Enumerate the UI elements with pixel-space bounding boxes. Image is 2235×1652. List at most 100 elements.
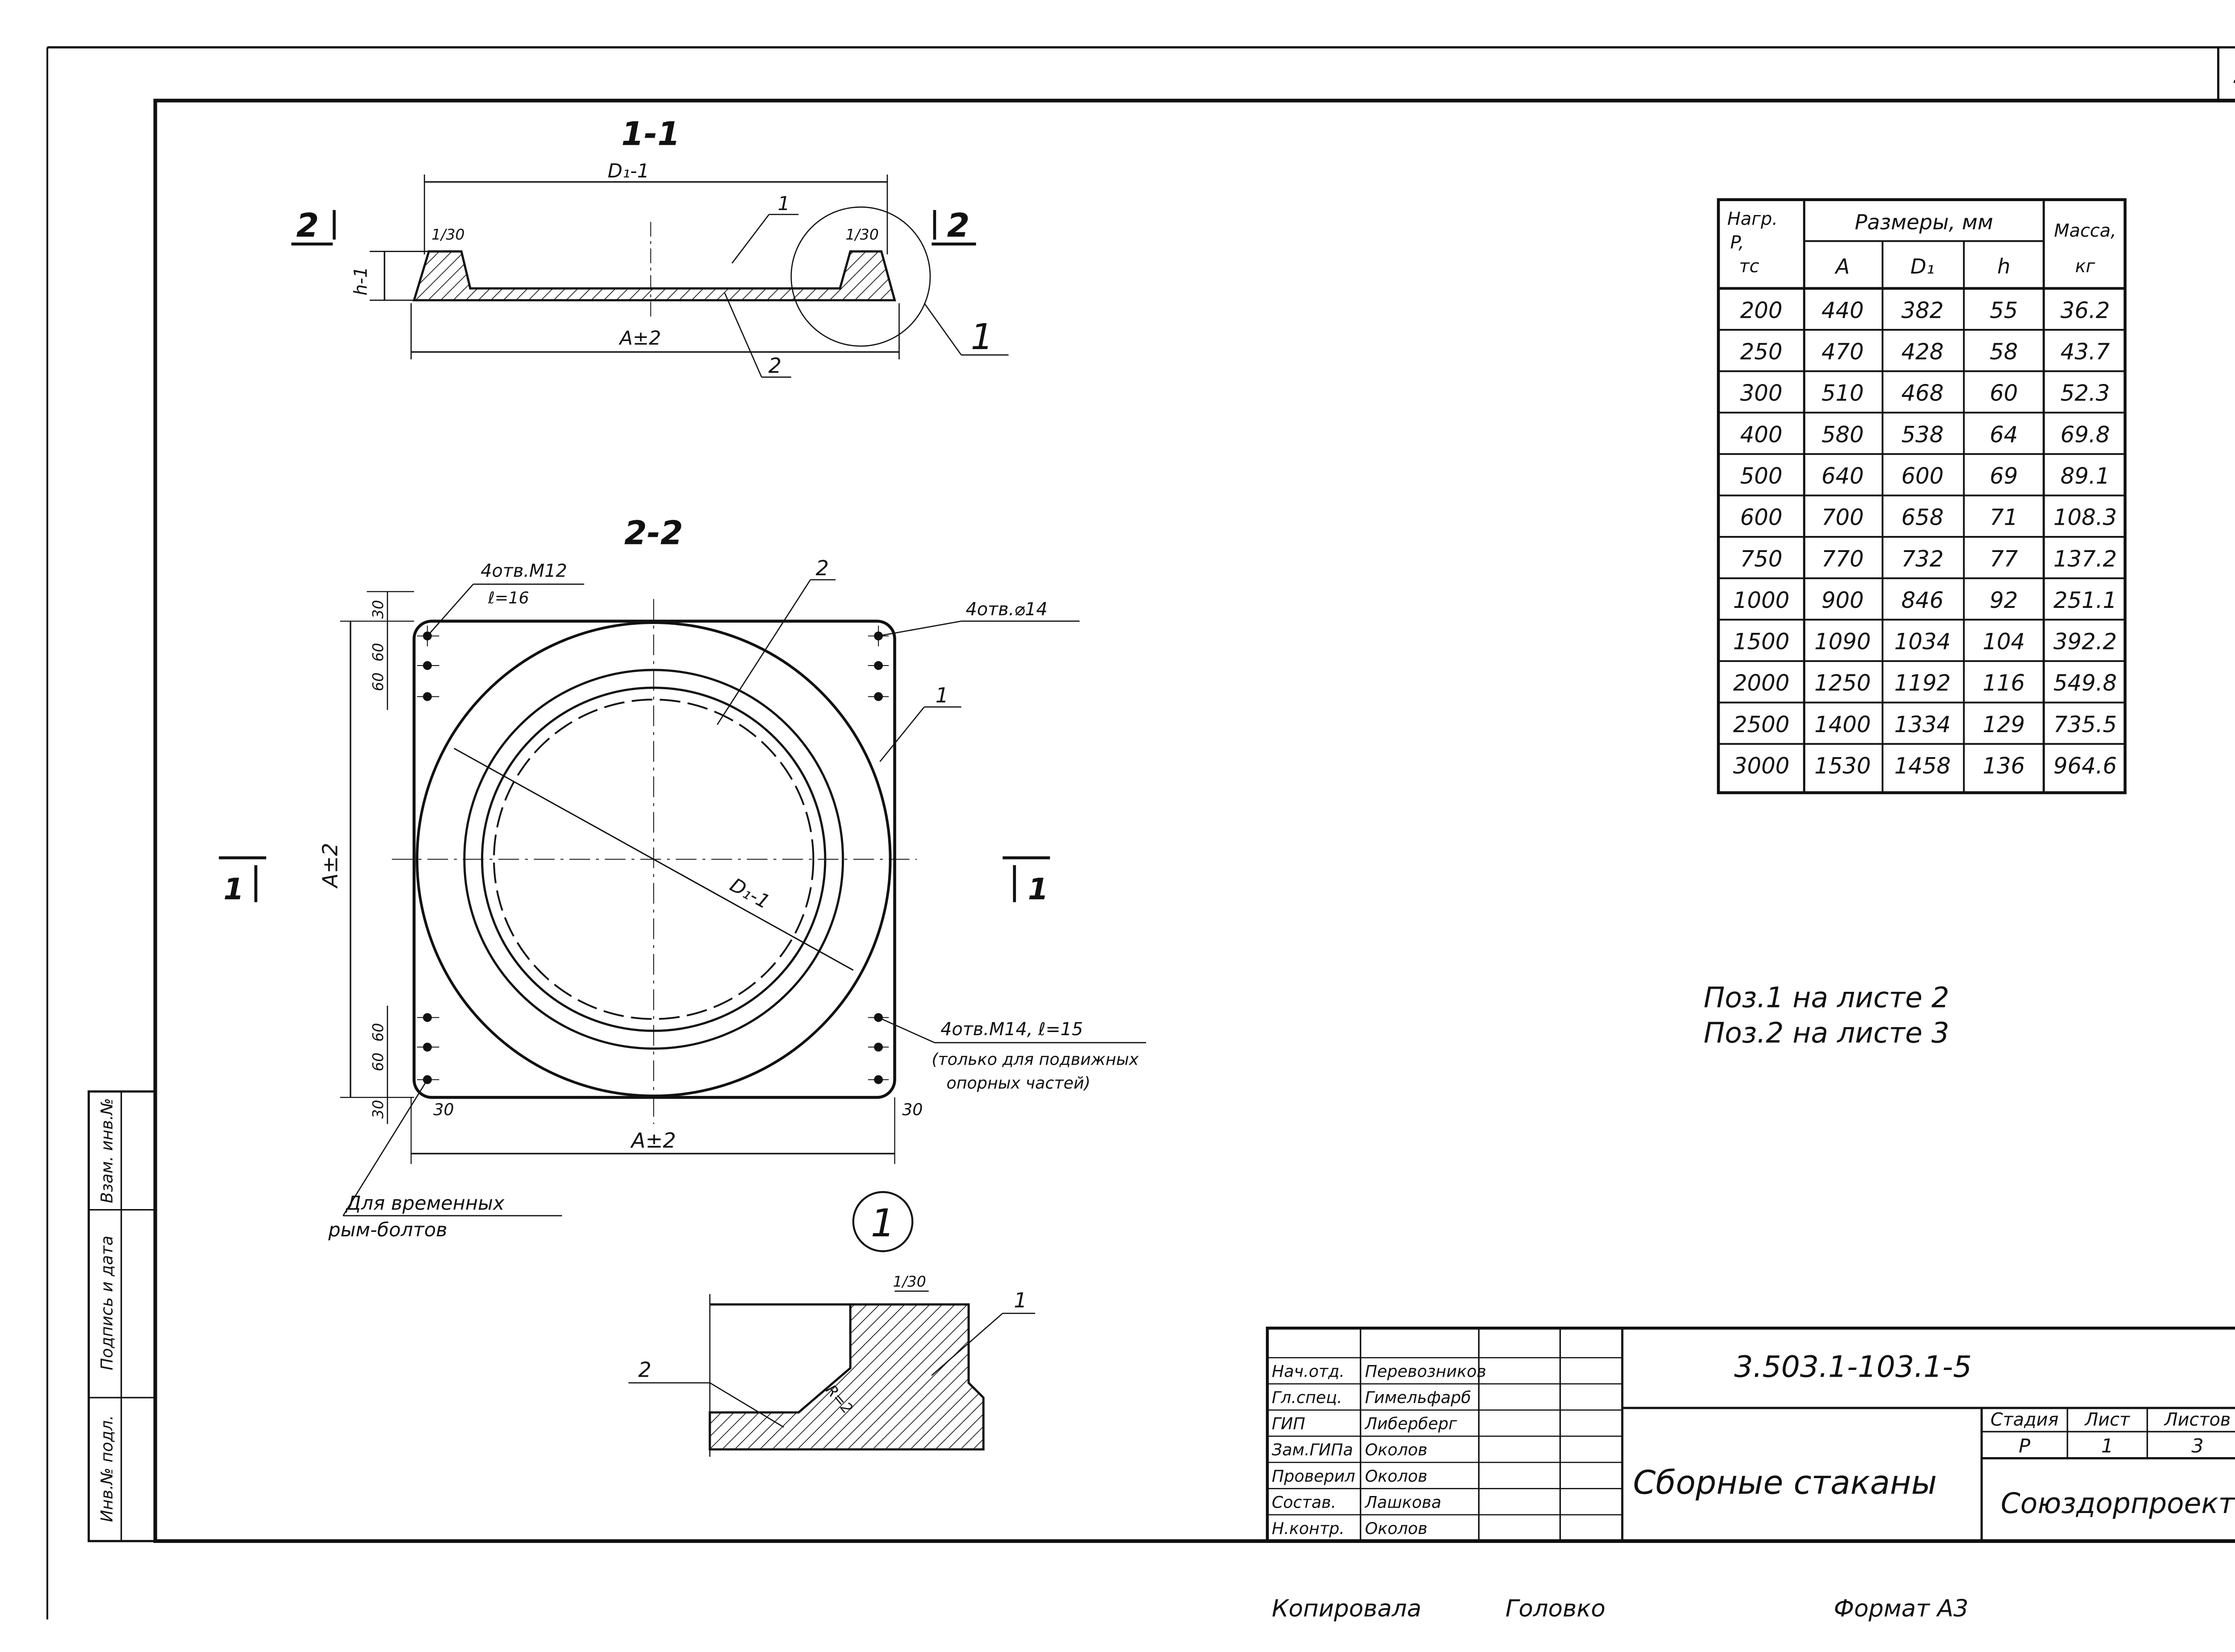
table-cell: 510 — [1822, 380, 1864, 406]
table-header-load-3: тс — [1739, 256, 1759, 277]
table-cell: 428 — [1901, 339, 1944, 365]
pos-2-label-2-2: 2 — [816, 556, 829, 580]
cut-mark-1-right: 1 — [1028, 872, 1048, 906]
table-header-load-2: P, — [1730, 232, 1744, 253]
table-cell: 1500 — [1733, 629, 1789, 655]
title-role: Состав. — [1272, 1492, 1336, 1512]
pos-1-label: 1 — [778, 193, 790, 215]
title-role: Нач.отд. — [1272, 1362, 1345, 1381]
section-2-2-title: 2-2 — [624, 514, 683, 552]
note-line-2: Поз.2 на листе 3 — [1704, 1017, 1949, 1049]
temp-bolts-note-2: рым-болтов — [328, 1219, 447, 1241]
holes-d14-label: 4отв.⌀14 — [966, 599, 1047, 620]
dim-a-vertical: A±2 — [318, 843, 342, 889]
table-cell: 251.1 — [2054, 587, 2117, 613]
table-cell: 1530 — [1814, 753, 1871, 779]
table-cell: 658 — [1901, 505, 1944, 531]
dim-d1-2-2: D₁-1 — [726, 874, 774, 914]
dim-30-bottom: 30 — [369, 1100, 387, 1119]
dim-60-bottom-2: 60 — [369, 1053, 387, 1071]
holes-m14-note-2: опорных частей) — [946, 1073, 1090, 1092]
table-cell: 538 — [1901, 421, 1944, 447]
table-cell: 2000 — [1733, 670, 1789, 696]
table-cell: 55 — [1990, 297, 2018, 323]
table-cell: 136 — [1982, 753, 2025, 779]
table-cell: 52.3 — [2061, 380, 2110, 406]
holes-m14-note-1: (только для подвижных — [932, 1049, 1139, 1069]
stage-value: Р — [2019, 1435, 2030, 1457]
note-line-1: Поз.1 на листе 2 — [1704, 981, 1949, 1014]
dim-60-top-1: 60 — [369, 643, 387, 662]
document-code: 3.503.1-103.1-5 — [1734, 1350, 1972, 1384]
holes-m12-label: 4отв.M12 — [481, 560, 567, 581]
table-cell: 640 — [1822, 463, 1864, 489]
table-cell: 580 — [1822, 421, 1864, 447]
dim-60-bottom-1: 60 — [369, 1023, 387, 1042]
table-cell: 77 — [1990, 546, 2018, 572]
dim-30-right: 30 — [902, 1100, 923, 1119]
table-cell: 846 — [1901, 587, 1944, 613]
table-cell: 750 — [1740, 546, 1783, 572]
title-person: Околов — [1365, 1467, 1428, 1486]
table-cell: 600 — [1901, 463, 1944, 489]
title-person: Лашкова — [1364, 1492, 1442, 1512]
section-1-1-title: 1-1 — [621, 115, 680, 153]
detail-1: 1 1/30 R=2 1 2 — [628, 1191, 1035, 1457]
table-cell: 92 — [1990, 587, 2018, 613]
table-cell: 250 — [1740, 339, 1783, 365]
dim-a-horizontal: A±2 — [630, 1129, 676, 1153]
sheet-value: 1 — [2101, 1435, 2113, 1457]
title-role: Гл.спец. — [1272, 1388, 1342, 1407]
table-cell: 964.6 — [2054, 753, 2117, 779]
table-cell: 43.7 — [2061, 339, 2110, 365]
slope-right: 1/30 — [846, 226, 879, 243]
table-header-load-1: Нагр. — [1727, 209, 1778, 229]
section-1-1: 1-1 D₁-1 h-1 A±2 1/30 1/30 2 2 1 2 1 — [291, 115, 1009, 378]
table-cell: 71 — [1990, 505, 2018, 531]
cut-mark-left: 2 — [296, 206, 319, 244]
table-cell: 129 — [1982, 712, 2025, 738]
table-cell: 770 — [1822, 546, 1864, 572]
dim-a-label: A±2 — [618, 327, 661, 350]
footer: Копировала Головко Формат А3 — [1272, 1595, 1969, 1622]
table-cell: 1458 — [1894, 753, 1951, 779]
dim-60-top-2: 60 — [369, 672, 387, 691]
table-cell: 60 — [1990, 380, 2018, 406]
title-person: Околов — [1365, 1519, 1428, 1538]
table-cell: 900 — [1822, 587, 1864, 613]
table-cell: 116 — [1982, 670, 2025, 696]
table-cell: 2500 — [1733, 712, 1789, 738]
sheets-label: Листов — [2163, 1410, 2231, 1430]
table-cell: 1090 — [1814, 629, 1871, 655]
table-cell: 549.8 — [2054, 670, 2117, 696]
sheets-value: 3 — [2192, 1435, 2204, 1457]
margin-vzam: Взам. инв.№ — [97, 1098, 116, 1203]
table-header-mass-2: кг — [2075, 256, 2096, 277]
detail-ref-label: 1 — [970, 316, 993, 358]
title-person: Гимельфарб — [1365, 1388, 1471, 1407]
section-2-2: 2-2 D₁-1 A±2 — [219, 514, 1146, 1241]
table-cell: 440 — [1822, 297, 1864, 323]
table-cell: 108.3 — [2054, 505, 2117, 531]
table-header-d1: D₁ — [1910, 254, 1935, 278]
margin-inv-podl: Инв.№ подл. — [97, 1415, 116, 1522]
holes-m12-length: ℓ=16 — [488, 588, 529, 607]
table-cell: 3000 — [1733, 753, 1789, 779]
footer-copied-name: Головко — [1505, 1595, 1606, 1622]
dim-30-top: 30 — [369, 600, 387, 619]
title-person: Перевозников — [1365, 1362, 1486, 1381]
footer-copied: Копировала — [1272, 1595, 1421, 1622]
slope-left: 1/30 — [431, 226, 464, 243]
table-cell: 700 — [1822, 505, 1864, 531]
sheet-frame: 21 — [46, 46, 2235, 1620]
table-cell: 64 — [1990, 421, 2018, 447]
table-cell: 200 — [1740, 297, 1783, 323]
drawing-title: Сборные стаканы — [1633, 1464, 1937, 1502]
title-role: Проверил — [1272, 1467, 1355, 1486]
table-cell: 1192 — [1894, 670, 1951, 696]
detail-pos-2: 2 — [638, 1358, 651, 1382]
table-cell: 137.2 — [2054, 546, 2117, 572]
title-role: ГИП — [1272, 1414, 1305, 1433]
table-cell: 300 — [1740, 380, 1783, 406]
